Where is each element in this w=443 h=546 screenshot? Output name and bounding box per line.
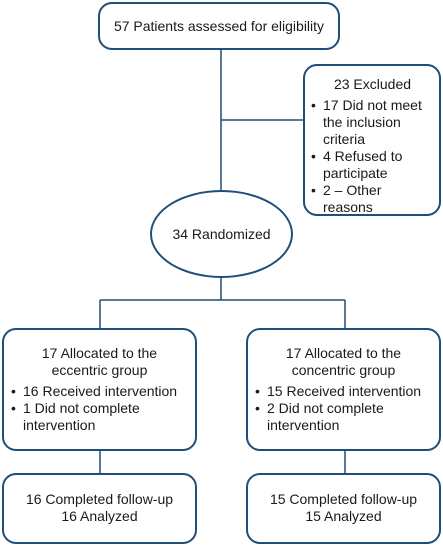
eccentric-list: 16 Received intervention 1 Did not compl… (10, 383, 189, 434)
excluded-item: 17 Did not meet the inclusion criteria (310, 97, 435, 148)
excluded-title: 23 Excluded (333, 76, 412, 92)
concentric-list: 15 Received intervention 2 Did not compl… (254, 383, 433, 434)
concentric-title: 17 Allocated to the concentric group (285, 345, 402, 378)
excluded-item: 2 – Other reasons (310, 182, 435, 216)
concentric-allocation-box: 17 Allocated to the concentric group 15 … (246, 328, 441, 451)
eccentric-followup: 16 Completed follow-up (25, 491, 174, 507)
excluded-list: 17 Did not meet the inclusion criteria 4… (310, 97, 435, 216)
eccentric-allocation-box: 17 Allocated to the eccentric group 16 R… (2, 328, 197, 451)
randomized-label: 34 Randomized (172, 226, 271, 242)
eccentric-item: 1 Did not complete intervention (10, 400, 189, 434)
randomized-ellipse: 34 Randomized (150, 190, 293, 278)
assessed-label: 57 Patients assessed for eligibility (113, 18, 325, 34)
eccentric-title: 17 Allocated to the eccentric group (41, 345, 158, 378)
concentric-followup: 15 Completed follow-up (269, 491, 418, 507)
concentric-followup-box: 15 Completed follow-up 15 Analyzed (246, 473, 441, 544)
concentric-item: 15 Received intervention (254, 383, 433, 400)
excluded-box: 23 Excluded 17 Did not meet the inclusio… (303, 64, 441, 216)
excluded-item: 4 Refused to participate (310, 148, 435, 182)
eccentric-followup-box: 16 Completed follow-up 16 Analyzed (2, 473, 197, 544)
concentric-analyzed: 15 Analyzed (305, 508, 382, 524)
concentric-item: 2 Did not complete intervention (254, 400, 433, 434)
eccentric-item: 16 Received intervention (10, 383, 189, 400)
assessed-box: 57 Patients assessed for eligibility (98, 2, 340, 50)
eccentric-analyzed: 16 Analyzed (61, 508, 138, 524)
